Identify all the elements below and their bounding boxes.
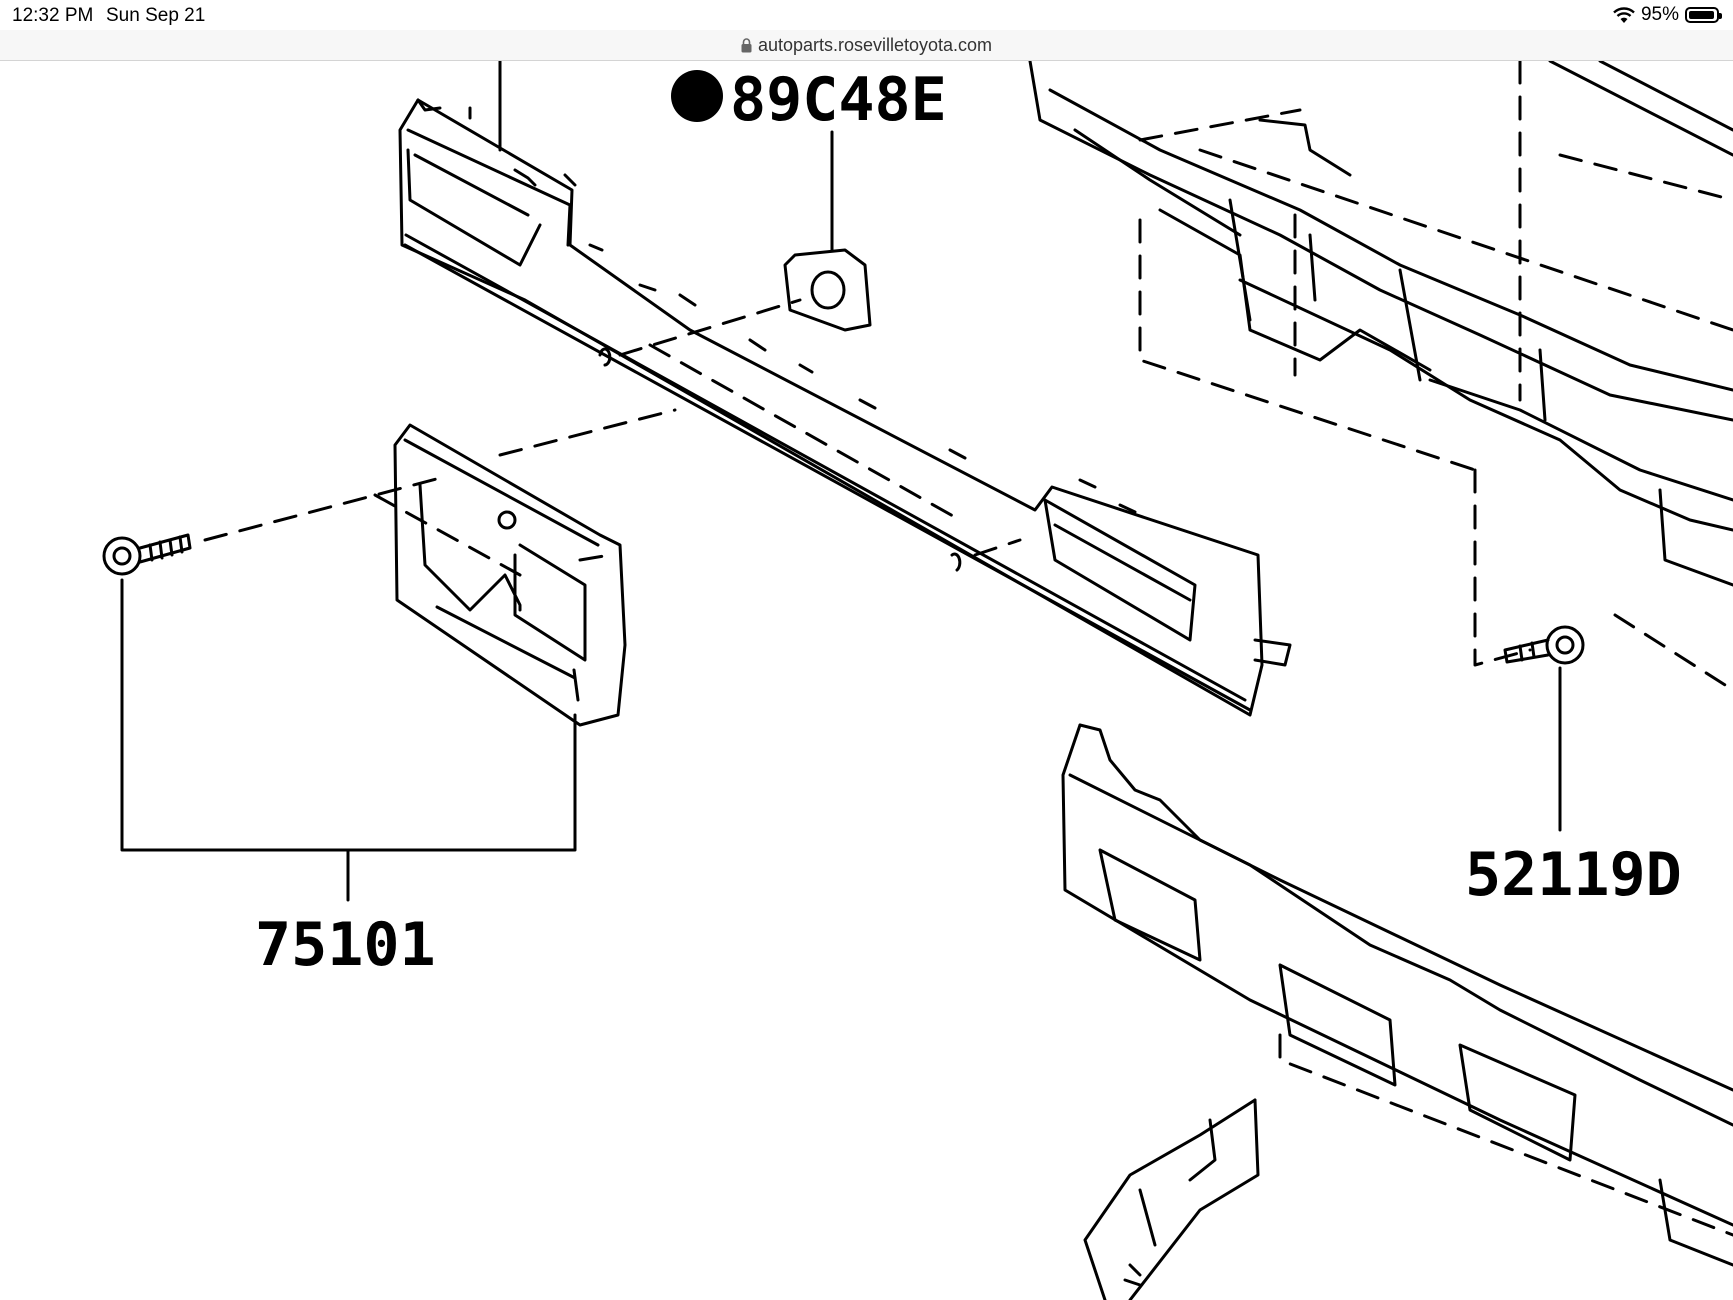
url-bar[interactable]: autoparts.rosevilletoyota.com [0, 30, 1733, 61]
screw-left [102, 533, 192, 576]
dashed-guides-right [1138, 61, 1733, 692]
callout-52119d[interactable]: 52119D [1465, 840, 1682, 910]
dashed-guides-bracket [203, 476, 612, 577]
status-time: 12:32 PM [12, 5, 94, 26]
lower-bracket-piece [1083, 1098, 1260, 1300]
license-bracket-75101 [393, 423, 627, 727]
lock-icon [741, 37, 752, 52]
dashed-guides-upper [498, 298, 1022, 557]
battery-fill [1689, 11, 1714, 19]
new-part-dot [671, 70, 723, 122]
url-text[interactable]: autoparts.rosevilletoyota.com [757, 34, 993, 55]
status-bar: 12:32 PM Sun Sep 21 95% [0, 0, 1733, 30]
parts-diagram: 89C48E 75101 52119D [102, 61, 1733, 1300]
screw-right [1503, 625, 1585, 832]
wifi-icon [1613, 6, 1635, 23]
callout-89c48e[interactable]: 89C48E [730, 65, 947, 135]
lower-bumper-cover [1061, 723, 1733, 1267]
upper-bumper-bar [398, 98, 1292, 717]
clip-89c48e [783, 130, 872, 332]
callout-75101[interactable]: 75101 [255, 910, 436, 980]
status-right: 95% [1613, 4, 1722, 26]
dashed-guides-lower [1278, 1033, 1733, 1237]
status-date: Sun Sep 21 [106, 5, 206, 26]
battery-percent: 95% [1640, 4, 1679, 25]
upper-right-assembly [1028, 61, 1733, 587]
battery-icon [1685, 7, 1722, 23]
leader-75101 [120, 578, 577, 902]
